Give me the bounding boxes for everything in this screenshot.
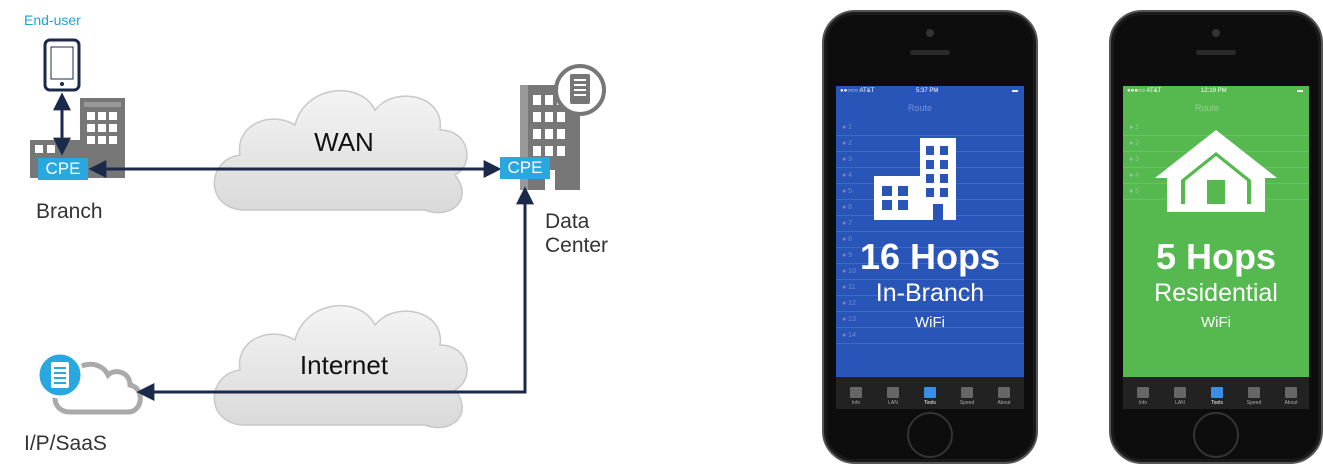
tab-lan[interactable]: LAN (1162, 387, 1198, 406)
datacenter-label-line1: Data (545, 210, 590, 233)
end-user-label: End-user (24, 12, 81, 28)
server-icon (554, 64, 606, 116)
tab-about[interactable]: About (1273, 387, 1309, 406)
tab-bar: Info LAN Tools Speed About (1123, 377, 1309, 409)
phone-screen: ●●●○○ AT&T 12:19 PM ▬ Route ● 1 ● 2 ● 3 … (1123, 86, 1309, 409)
internet-link (136, 186, 534, 401)
network-type: WiFi (1201, 314, 1231, 331)
nav-title: Route (1195, 103, 1220, 113)
nav-bar: Route (836, 98, 1024, 120)
hop-count: 16 Hops (859, 236, 1001, 277)
internet-label: Internet (299, 350, 389, 380)
cpe-datacenter-badge: CPE (500, 157, 550, 179)
location-type: Residential (1154, 279, 1278, 307)
clock-text: 12:19 PM (1201, 88, 1227, 94)
tab-speed[interactable]: Speed (949, 387, 985, 406)
list-item: ● 12 (836, 296, 1024, 312)
list-item: ● 7 (836, 216, 1024, 232)
network-type: WiFi (915, 314, 945, 331)
tab-info[interactable]: Info (1125, 387, 1161, 406)
list-item: ● 14 (836, 328, 1024, 344)
datacenter-label-line2: Center (545, 234, 609, 257)
tools-tab-icon (924, 387, 936, 398)
hop-count: 5 Hops (1155, 236, 1277, 277)
branch-label: Branch (36, 200, 103, 223)
house-icon (1155, 130, 1277, 212)
battery-icon: ▬ (1297, 88, 1303, 94)
tab-bar: Info LAN Tools Speed About (836, 377, 1024, 409)
info-tab-icon (850, 387, 862, 398)
list-item: ● 8 (836, 232, 1024, 248)
network-diagram: End-user Branch Data Center I/P/SaaS WAN… (24, 12, 609, 455)
tab-tools[interactable]: Tools (912, 387, 948, 406)
phone-in-branch: ●●○○○ AT&T 5:37 PM ▬ Route ● 1 ● 2 ● 3 ●… (822, 10, 1038, 464)
tab-speed[interactable]: Speed (1236, 387, 1272, 406)
phone-residential: ●●●○○ AT&T 12:19 PM ▬ Route ● 1 ● 2 ● 3 … (1109, 10, 1323, 464)
tablet-icon (43, 38, 81, 92)
tools-tab-icon (1211, 387, 1223, 398)
saas-cloud-icon (36, 351, 143, 415)
info-tab-icon (1137, 387, 1149, 398)
location-type: In-Branch (875, 279, 985, 307)
status-bar: ●●●○○ AT&T 12:19 PM ▬ (1123, 86, 1309, 98)
list-item: ● 13 (836, 312, 1024, 328)
nav-bar: Route (1123, 98, 1309, 120)
tab-lan[interactable]: LAN (875, 387, 911, 406)
about-tab-icon (998, 387, 1010, 398)
speed-tab-icon (961, 387, 973, 398)
list-item: ● 9 (836, 248, 1024, 264)
list-item: ● 11 (836, 280, 1024, 296)
carrier-text: ●●●○○ AT&T (1127, 88, 1162, 94)
battery-icon: ▬ (1012, 88, 1018, 94)
clock-text: 5:37 PM (916, 88, 939, 94)
lan-tab-icon (887, 387, 899, 398)
status-bar: ●●○○○ AT&T 5:37 PM ▬ (836, 86, 1024, 98)
diagram-canvas (30, 38, 606, 429)
carrier-text: ●●○○○ AT&T (840, 88, 875, 94)
wan-label: WAN (314, 127, 374, 157)
tab-about[interactable]: About (986, 387, 1022, 406)
tab-info[interactable]: Info (838, 387, 874, 406)
about-tab-icon (1285, 387, 1297, 398)
cpe-branch-badge: CPE (38, 158, 88, 180)
list-item: ● 10 (836, 264, 1024, 280)
lan-tab-icon (1174, 387, 1186, 398)
list-item: ● 1 (836, 120, 1024, 136)
saas-label: I/P/SaaS (24, 432, 107, 455)
tab-tools[interactable]: Tools (1199, 387, 1235, 406)
office-building-icon (874, 138, 956, 220)
nav-title: Route (908, 103, 933, 113)
phone-screen: ●●○○○ AT&T 5:37 PM ▬ Route ● 1 ● 2 ● 3 ●… (836, 86, 1024, 409)
speed-tab-icon (1248, 387, 1260, 398)
